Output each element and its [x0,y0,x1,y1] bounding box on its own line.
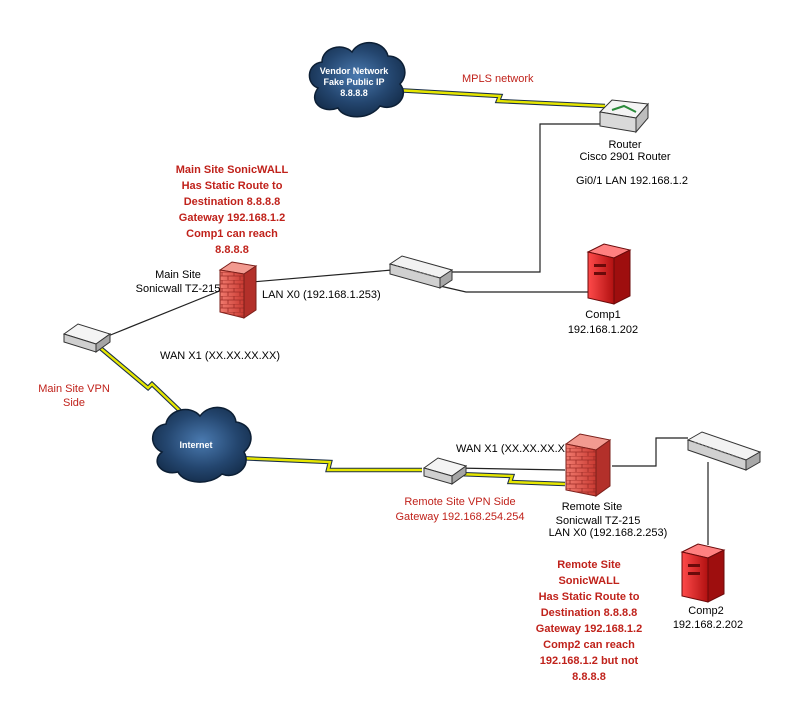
main-site-note: Main Site SonicWALL Has Static Route to … [176,164,289,256]
internet-label: Internet [179,440,212,450]
remote-note-line: Remote Site [557,559,621,571]
main-note-line: Gateway 192.168.1.2 [179,212,285,224]
mpls-label: MPLS network [462,73,534,85]
internet-cloud-icon [152,406,252,483]
comp1-ip: 192.168.1.202 [568,324,638,336]
main-vpn-label-2: Side [63,397,85,409]
router-name: Router [608,139,641,151]
remote-note-line: Comp2 can reach [543,639,635,651]
comp2-name: Comp2 [688,605,723,617]
router-icon [598,99,649,134]
comp2-server-icon [680,543,726,603]
remote-fw-lan: LAN X0 (192.168.2.253) [549,527,668,539]
router-lan: Gi0/1 LAN 192.168.1.2 [576,175,688,187]
main-firewall-icon [218,261,258,319]
router-model: Cisco 2901 Router [579,151,670,163]
comp1-server-icon [586,243,632,305]
link-switch-comp1 [439,285,590,293]
links [107,123,709,545]
main-fw-label-1: Main Site [155,269,201,281]
remote-vpn-label-2: Gateway 192.168.254.254 [395,511,524,523]
main-note-line: Main Site SonicWALL [176,164,289,176]
link-fw-switch [251,269,393,283]
remote-note-line: 192.168.1.2 but not [540,655,639,667]
remote-site-note: Remote Site SonicWALL Has Static Route t… [536,559,642,683]
comp1-name: Comp1 [585,309,620,321]
main-note-line: 8.8.8.8 [215,244,249,256]
link-remote-modem-fw [454,467,566,471]
remote-note-line: 8.8.8.8 [572,671,606,683]
main-note-line: Destination 8.8.8.8 [184,196,281,208]
remote-vpn-label-1: Remote Site VPN Side [404,496,515,508]
vendor-cloud-icon [308,42,406,118]
remote-note-line: Has Static Route to [539,591,640,603]
remote-switch-icon [686,431,762,471]
vendor-label-3: 8.8.8.8 [340,88,368,98]
remote-note-line: Destination 8.8.8.8 [541,607,638,619]
link-remote-fw-switch [612,437,688,467]
remote-fw-label-2: Sonicwall TZ-215 [556,515,641,527]
main-fw-label-2: Sonicwall TZ-215 [136,283,221,295]
main-fw-wan: WAN X1 (XX.XX.XX.XX) [160,350,280,362]
main-modem-icon [62,323,112,353]
wan-links [96,87,606,487]
main-note-line: Has Static Route to [182,180,283,192]
remote-modem-icon [422,457,468,485]
remote-firewall-icon [564,433,612,497]
remote-note-line: SonicWALL [558,575,619,587]
main-switch-icon [388,255,454,289]
comp2-ip: 192.168.2.202 [673,619,743,631]
main-vpn-label-1: Main Site VPN [38,383,110,395]
link-modem-fw [107,289,223,337]
vendor-label-2: Fake Public IP [323,77,384,87]
remote-fw-wan: WAN X1 (XX.XX.XX.XX) [456,443,576,455]
remote-note-line: Gateway 192.168.1.2 [536,623,642,635]
remote-fw-label-1: Remote Site [562,501,623,513]
vendor-label-1: Vendor Network [320,66,390,76]
link-switch-router [448,123,600,273]
main-note-line: Comp1 can reach [186,228,278,240]
main-fw-lan: LAN X0 (192.168.1.253) [262,289,381,301]
